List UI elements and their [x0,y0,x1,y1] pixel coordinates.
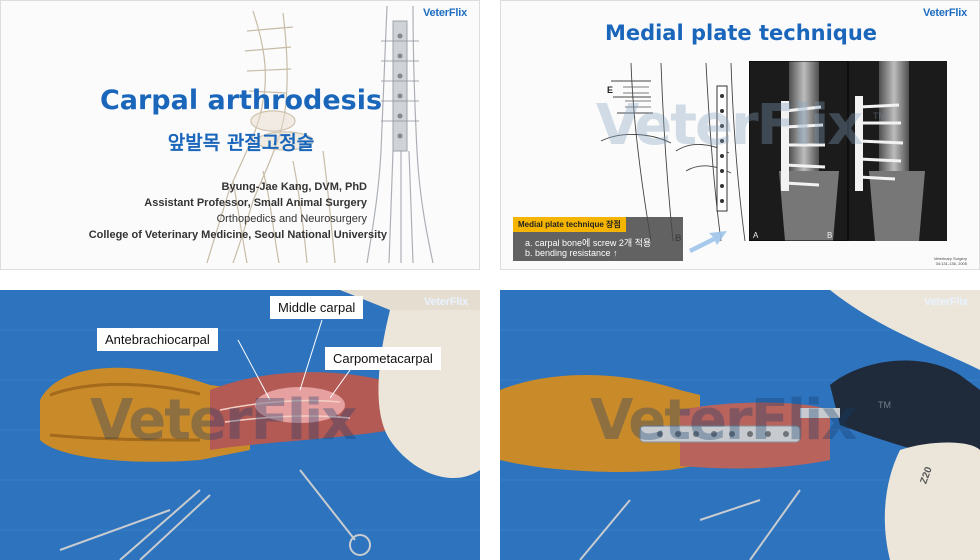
veterflix-logo: VeterFlix [923,296,968,308]
slide-title: Medial plate technique [604,21,878,45]
surgery-photo-plate: VeterFlix TM VeterFlix Z20 [500,290,980,560]
callout-box: Medial plate technique 장점 a. carpal bone… [513,217,683,261]
xray-image [749,61,947,241]
plate-diagram [600,62,746,253]
slide-title: Carpal arthrodesis [99,85,383,116]
surgery-photo-labeled: VeterFlix VeterFlix Middle carpal Antebr… [0,290,480,560]
label-middle-carpal: Middle carpal [270,296,364,319]
citation: Veterinary Surgery 34:131-136, 2005 [934,256,967,266]
veterflix-watermark: VeterFlix [596,93,863,158]
citation-volume: 34:131-136, 2005 [935,261,967,266]
callout-heading: Medial plate technique 장점 [513,217,626,232]
surgery-scene [0,290,480,560]
author-role: Assistant Professor, Small Animal Surger… [144,197,367,209]
xray-label-b: B [827,231,833,240]
surgery-scene [500,290,980,560]
callout-item: a. carpal bone에 screw 2개 적용 [525,238,652,248]
veterflix-logo: VeterFlix [922,7,967,19]
label-carpometacarpal: Carpometacarpal [325,347,441,370]
trademark-mark: TM [878,400,891,410]
slide-medial-plate-panel: VeterFlix Medial plate technique [500,0,980,270]
callout-item: b. bending resistance ↑ [525,248,618,258]
slide-title-panel: VeterFlix Carpal arthrodesis 앞발목 관절고정술 B… [0,0,480,270]
trademark-mark: TM [873,111,886,121]
veterflix-watermark: VeterFlix [590,388,857,453]
slide-subtitle: 앞발목 관절고정술 [167,132,315,154]
diagram-label-e: E [607,85,614,95]
bone-illustration [206,5,434,264]
author-name: Byung-Jae Kang, DVM, PhD [221,181,367,193]
citation-journal: Veterinary Surgery [933,256,967,261]
author-dept: Orthopedics and Neurosurgery [216,213,367,225]
label-antebrachiocarpal: Antebrachiocarpal [97,328,218,351]
author-institution: College of Veterinary Medicine, Seoul Na… [88,229,387,241]
veterflix-watermark: VeterFlix [90,388,357,453]
veterflix-logo: VeterFlix [423,296,468,308]
veterflix-logo: VeterFlix [422,7,467,19]
xray-label-a: A [753,231,759,240]
